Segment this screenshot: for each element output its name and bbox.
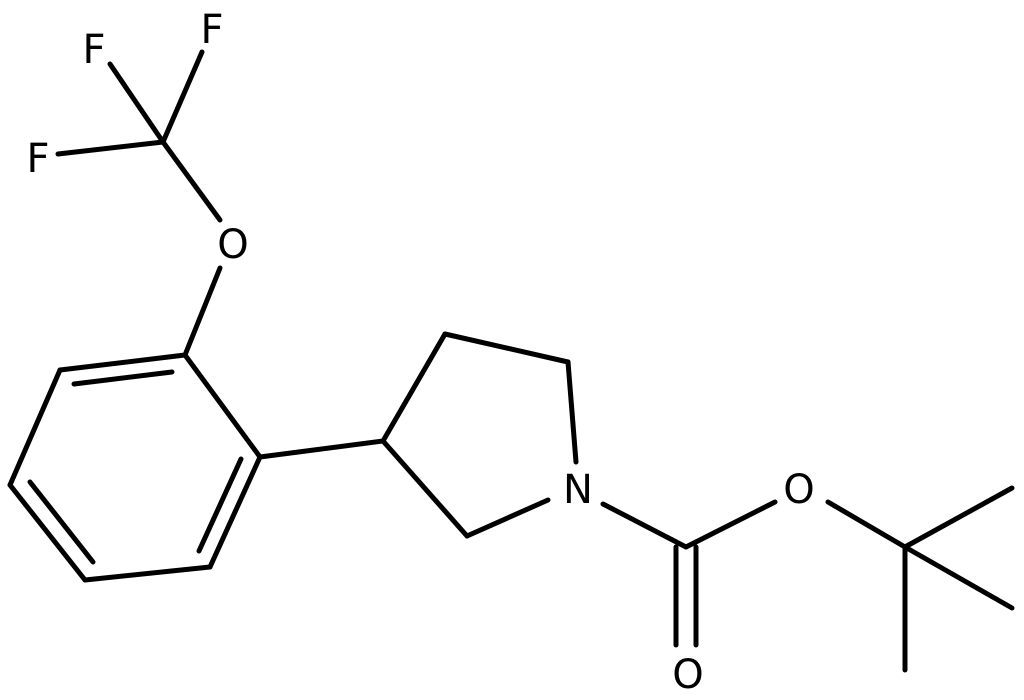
bond-c-f-left xyxy=(55,139,166,157)
bond-aryl-pyrrolidine xyxy=(257,438,386,460)
bond-carbonyl-o-ester xyxy=(683,499,778,550)
boc-group xyxy=(600,485,1015,673)
atom-label-oxygen-ester: O xyxy=(783,467,814,513)
pyrrolidine-bond-1 xyxy=(380,331,448,444)
ring-bond-5 xyxy=(207,454,263,570)
bond-c-o-ether xyxy=(160,139,223,223)
ring-bond-1 xyxy=(57,352,188,373)
atom-label-fluorine-1: F xyxy=(82,27,105,73)
ring-bond-6 xyxy=(182,352,263,460)
atom-label-oxygen-ether: O xyxy=(217,222,248,268)
pyrrolidine-bond-4 xyxy=(464,497,551,539)
pyrrolidine-bond-3 xyxy=(565,359,579,465)
bond-c-f-top-right xyxy=(160,49,205,145)
bond-o-tbutyl xyxy=(825,499,908,550)
ring-bond-5-inner xyxy=(196,456,244,554)
atom-label-oxygen-carbonyl: O xyxy=(672,652,703,698)
bond-tbutyl-methyl-2 xyxy=(902,544,1015,611)
ring-bond-3 xyxy=(7,482,88,583)
bond-n-carbonyl xyxy=(600,501,689,550)
bond-o-aryl xyxy=(182,265,223,358)
pyrrolidine-bond-5 xyxy=(380,438,470,539)
atom-label-fluorine-3: F xyxy=(26,136,49,182)
ring-bond-4 xyxy=(82,564,213,583)
trifluoromethyl-bonds xyxy=(55,49,223,223)
ring-bond-3-inner xyxy=(27,479,96,565)
atom-label-nitrogen: N xyxy=(563,467,593,513)
ring-bond-2 xyxy=(7,367,63,488)
ring-bond-1-inner xyxy=(71,369,175,387)
pyrrolidine-bond-2 xyxy=(442,331,571,365)
bond-tbutyl-methyl-1 xyxy=(902,485,1015,550)
atom-label-fluorine-2: F xyxy=(200,7,223,53)
pyrrolidine-ring xyxy=(380,331,579,539)
bond-c-f-top-left xyxy=(107,61,166,145)
benzene-ring xyxy=(7,352,263,583)
